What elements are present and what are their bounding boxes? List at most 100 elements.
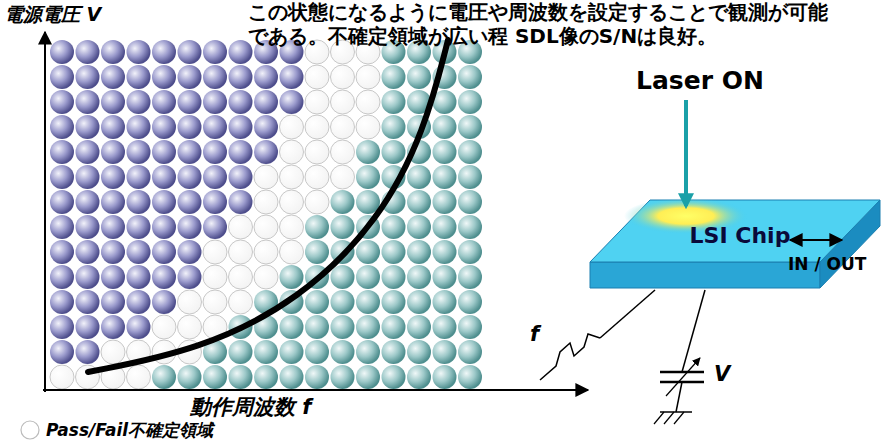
grid-circle <box>356 240 380 264</box>
laser-label: Laser ON <box>636 66 764 95</box>
grid-circle <box>356 90 380 114</box>
grid-circle <box>382 315 406 339</box>
grid-circle <box>229 190 253 214</box>
grid-circle <box>50 165 74 189</box>
grid-circle <box>254 190 278 214</box>
grid-circle <box>76 65 100 89</box>
grid-circle <box>127 165 151 189</box>
grid-circle <box>229 265 253 289</box>
grid-circle <box>407 190 431 214</box>
grid-circle <box>229 65 253 89</box>
grid-circle <box>254 65 278 89</box>
grid-circle <box>305 140 329 164</box>
grid-circle <box>458 90 482 114</box>
grid-circle <box>178 265 202 289</box>
grid-circle <box>254 165 278 189</box>
axis-title: 電源電圧 V <box>4 2 101 28</box>
grid-circle <box>382 215 406 239</box>
grid-circle <box>280 315 304 339</box>
grid-circle <box>50 315 74 339</box>
grid-circle <box>178 315 202 339</box>
grid-circle <box>127 115 151 139</box>
grid-circle <box>305 215 329 239</box>
x-axis <box>43 389 588 391</box>
grid-circle <box>305 315 329 339</box>
grid-circle <box>127 365 151 389</box>
io-arrow <box>790 239 842 241</box>
grid-circle <box>152 365 176 389</box>
grid-circle <box>101 340 125 364</box>
grid-circle <box>458 215 482 239</box>
grid-circle <box>203 165 227 189</box>
grid-circle <box>382 340 406 364</box>
grid-circle <box>254 265 278 289</box>
grid-circle <box>254 340 278 364</box>
grid-circle <box>152 290 176 314</box>
grid-circle <box>101 65 125 89</box>
signal-label: V <box>714 362 730 386</box>
grid-circle <box>101 115 125 139</box>
grid-circle <box>331 190 355 214</box>
variable-arrow <box>666 358 700 396</box>
grid-circle <box>458 340 482 364</box>
grid-circle <box>203 115 227 139</box>
grid-circle <box>407 240 431 264</box>
grid-circle <box>152 140 176 164</box>
grid-circle <box>280 215 304 239</box>
grid-circle <box>305 165 329 189</box>
grid-circle <box>382 365 406 389</box>
signal-label: f <box>530 322 539 346</box>
grid-circle <box>433 115 457 139</box>
chip-label: LSI Chip <box>690 223 791 248</box>
grid-circle <box>280 365 304 389</box>
grid-circle <box>382 140 406 164</box>
grid-circle <box>280 65 304 89</box>
grid-circle <box>178 290 202 314</box>
grid-circle <box>356 265 380 289</box>
grid-circle <box>152 265 176 289</box>
grid-circle <box>203 190 227 214</box>
grid-circle <box>127 40 151 64</box>
grid-circle <box>433 215 457 239</box>
grid-circle <box>127 65 151 89</box>
grid-circle <box>280 340 304 364</box>
grid-circle <box>152 90 176 114</box>
grid-circle <box>76 215 100 239</box>
grid-circle <box>50 190 74 214</box>
grid-circle <box>305 190 329 214</box>
grid-circle <box>433 165 457 189</box>
grid-circle <box>50 40 74 64</box>
grid-circle <box>127 240 151 264</box>
grid-circle <box>254 115 278 139</box>
grid-circle <box>101 315 125 339</box>
grid-circle <box>50 140 74 164</box>
grid-circle <box>76 315 100 339</box>
grid-circle <box>203 290 227 314</box>
grid-circle <box>331 290 355 314</box>
grid-circle <box>331 65 355 89</box>
grid-circle <box>50 65 74 89</box>
grid-circle <box>407 65 431 89</box>
grid-circle <box>305 240 329 264</box>
y-axis <box>44 32 46 392</box>
grid-circle <box>280 265 304 289</box>
grid-circle <box>76 165 100 189</box>
grid-circle <box>382 115 406 139</box>
grid-circle <box>356 315 380 339</box>
grid-circle <box>280 165 304 189</box>
grid-circle <box>229 90 253 114</box>
grid-circle <box>407 315 431 339</box>
grid-circle <box>203 365 227 389</box>
grid-circle <box>152 190 176 214</box>
grid-circle <box>331 140 355 164</box>
grid-circle <box>101 265 125 289</box>
grid-circle <box>229 340 253 364</box>
grid-circle <box>127 265 151 289</box>
grid-circle <box>331 365 355 389</box>
grid-circle <box>203 140 227 164</box>
grid-circle <box>331 340 355 364</box>
grid-circle <box>382 265 406 289</box>
grid-circle <box>356 290 380 314</box>
grid-circle <box>254 215 278 239</box>
grid-circle <box>229 215 253 239</box>
